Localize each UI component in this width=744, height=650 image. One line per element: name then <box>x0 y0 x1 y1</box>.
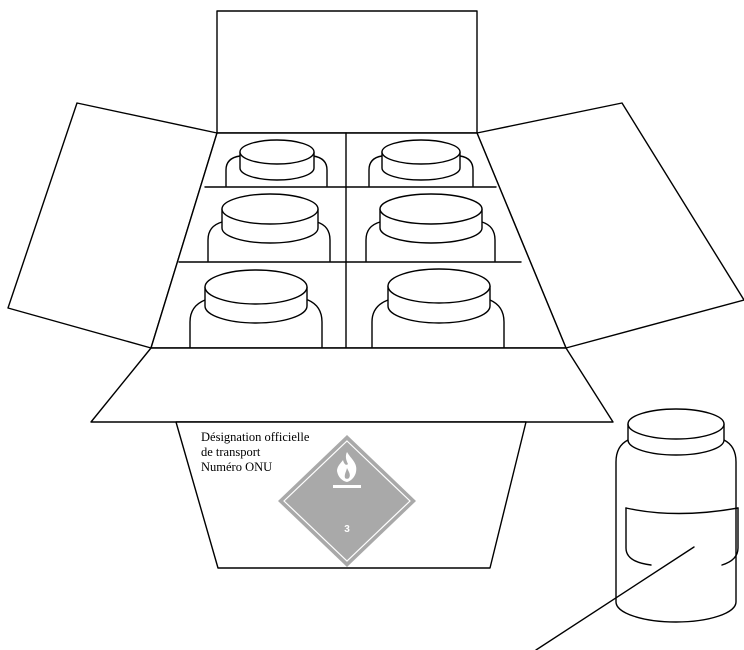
box-back-flap <box>216 10 478 134</box>
hazard-diamond <box>278 435 416 567</box>
pointer-line <box>535 546 695 650</box>
box-dividers <box>178 132 522 349</box>
bottle-in-box <box>371 268 505 349</box>
marking-shipping-name-line2: de transport <box>201 445 261 459</box>
bottle-in-box <box>189 269 323 349</box>
box-front-flap <box>90 347 614 423</box>
hazard-class-number: 3 <box>344 524 350 535</box>
hazard-label-class-3: 3 <box>278 435 416 567</box>
hazard-diamond-border <box>283 440 411 562</box>
marking-shipping-name-line1: Désignation officielle <box>201 430 310 444</box>
flame-icon <box>333 452 361 488</box>
marking-un-number: Numéro ONU <box>201 460 272 474</box>
bottles-in-box <box>189 139 505 349</box>
bottle-in-box <box>368 139 474 187</box>
bottle-in-box <box>225 139 328 187</box>
standalone-bottle <box>615 408 739 623</box>
bottle-in-box <box>207 193 331 262</box>
bottle-in-box <box>365 193 496 262</box>
